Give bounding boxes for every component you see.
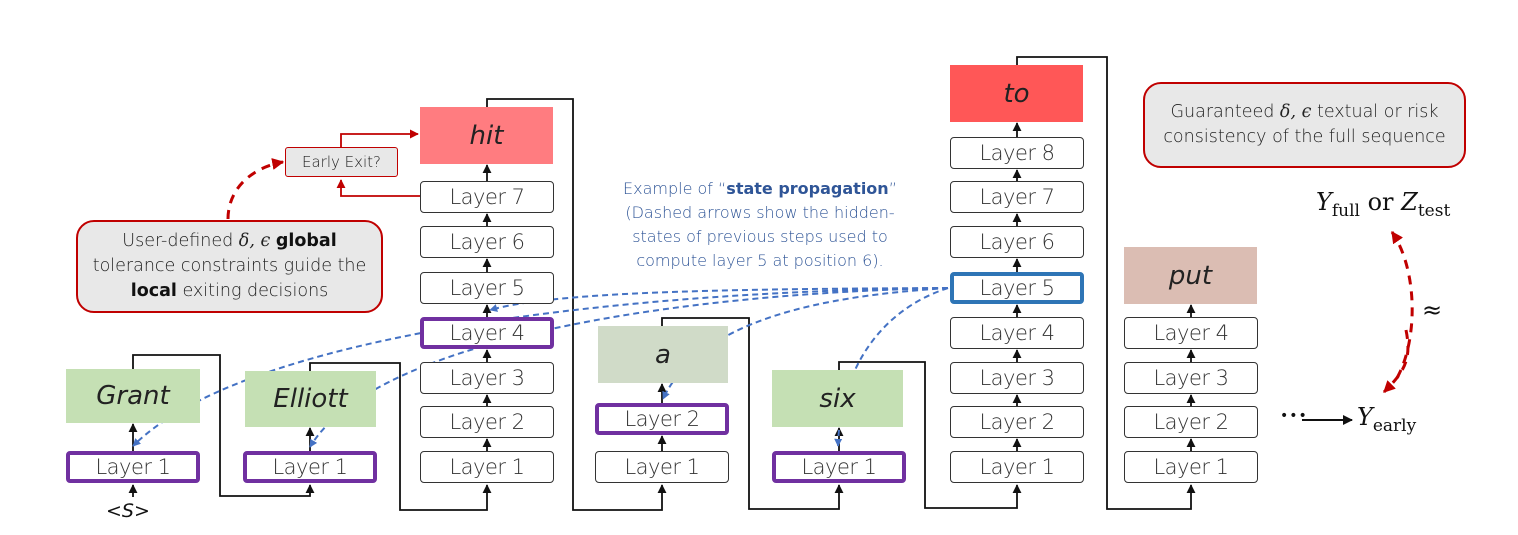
layer-box-to-2: Layer 2 xyxy=(950,406,1084,438)
propagation-arrow-hit xyxy=(489,287,949,312)
early-exit-input-arrow xyxy=(336,179,420,197)
propagation-arrow-elliott xyxy=(309,287,949,448)
approx-dashed-arrow-down xyxy=(1382,329,1410,394)
feedback-connector xyxy=(132,354,315,497)
layer-box-put-3: Layer 3 xyxy=(1124,362,1258,394)
state-propagation-keyword: state propagation xyxy=(726,179,889,198)
callout-text: consistency of the full sequence xyxy=(1163,127,1446,147)
ellipsis-icon: ••• xyxy=(1280,408,1308,424)
start-token: <S> xyxy=(106,500,150,522)
layer-box-a-2: Layer 2 xyxy=(595,403,729,435)
token-put: put xyxy=(1124,247,1257,304)
layer-box-hit-4: Layer 4 xyxy=(420,317,554,349)
y-early-label: Yearly xyxy=(1357,403,1416,436)
layer-box-hit-2: Layer 2 xyxy=(420,406,554,438)
annotation-text: Example of “ xyxy=(623,179,727,198)
layer-box-to-4: Layer 4 xyxy=(950,317,1084,349)
y-symbol: Y xyxy=(1357,403,1373,431)
annotation-text: (Dashed arrows show the hidden- xyxy=(625,203,895,222)
feedback-connector xyxy=(1016,56,1196,510)
annotation-text: states of previous steps used to xyxy=(632,227,888,246)
callout-text: textual or risk xyxy=(1311,102,1439,122)
early-exit-box: Early Exit? xyxy=(285,147,398,177)
layer-box-put-1: Layer 1 xyxy=(1124,451,1258,483)
approx-symbol: ≈ xyxy=(1422,296,1443,324)
y-symbol: Y xyxy=(1316,188,1332,216)
callout-text: Guaranteed xyxy=(1170,102,1280,122)
layer-box-to-8: Layer 8 xyxy=(950,137,1084,169)
user-defined-tolerance-callout: User-defined δ, ϵ global tolerance const… xyxy=(76,220,383,313)
feedback-connector xyxy=(661,317,844,510)
layer-box-to-3: Layer 3 xyxy=(950,362,1084,394)
layer-box-elliott-1: Layer 1 xyxy=(243,451,377,483)
layer-box-to-5: Layer 5 xyxy=(950,272,1084,304)
layer-box-hit-6: Layer 6 xyxy=(420,226,554,258)
token-grant: Grant xyxy=(66,369,200,423)
feedback-connector xyxy=(309,362,492,511)
layer-box-to-6: Layer 6 xyxy=(950,226,1084,258)
layer-box-put-2: Layer 2 xyxy=(1124,406,1258,438)
layer-box-to-1: Layer 1 xyxy=(950,451,1084,483)
token-hit: hit xyxy=(420,107,553,164)
layer-box-a-1: Layer 1 xyxy=(595,451,729,483)
callout-text: exiting decisions xyxy=(176,281,329,301)
subscript: full xyxy=(1331,201,1360,221)
token-elliott: Elliott xyxy=(245,371,376,427)
or-text: or xyxy=(1359,188,1402,216)
approx-dashed-arrow-up xyxy=(1390,231,1414,379)
layer-box-grant-1: Layer 1 xyxy=(66,451,200,483)
global-keyword: global xyxy=(275,231,337,251)
layer-box-to-7: Layer 7 xyxy=(950,181,1084,213)
feedback-connector xyxy=(838,361,1022,509)
layer-box-six-1: Layer 1 xyxy=(772,451,906,483)
feedback-connector xyxy=(486,98,667,511)
early-exit-output-arrow xyxy=(340,129,419,147)
annotation-text: compute layer 5 at position 6). xyxy=(636,251,884,270)
layer-box-hit-3: Layer 3 xyxy=(420,362,554,394)
token-to: to xyxy=(950,65,1083,122)
guarantee-callout: Guaranteed δ, ϵ textual or risk consiste… xyxy=(1143,82,1466,168)
annotation-text: ” xyxy=(888,179,897,198)
y-full-or-z-test-label: Yfull or Ztest xyxy=(1316,188,1450,221)
token-a: a xyxy=(598,326,728,383)
layer-box-hit-5: Layer 5 xyxy=(420,272,554,304)
callout-text: User-defined xyxy=(122,231,239,251)
layer-box-hit-7: Layer 7 xyxy=(420,181,554,213)
layer-box-put-4: Layer 4 xyxy=(1124,317,1258,349)
state-propagation-annotation: Example of “state propagation” (Dashed a… xyxy=(578,177,942,273)
subscript: early xyxy=(1372,416,1417,436)
local-keyword: local xyxy=(130,281,177,301)
layer-box-hit-1: Layer 1 xyxy=(420,451,554,483)
delta-epsilon-symbol: δ, ϵ xyxy=(238,231,271,251)
delta-epsilon-symbol: δ, ϵ xyxy=(1279,102,1312,122)
tolerance-dashed-arrow xyxy=(226,158,285,220)
callout-text: tolerance constraints guide the xyxy=(92,256,367,276)
propagation-arrow-six xyxy=(834,287,949,447)
subscript: test xyxy=(1417,201,1451,221)
z-symbol: Z xyxy=(1401,188,1418,216)
token-six: six xyxy=(772,370,903,427)
